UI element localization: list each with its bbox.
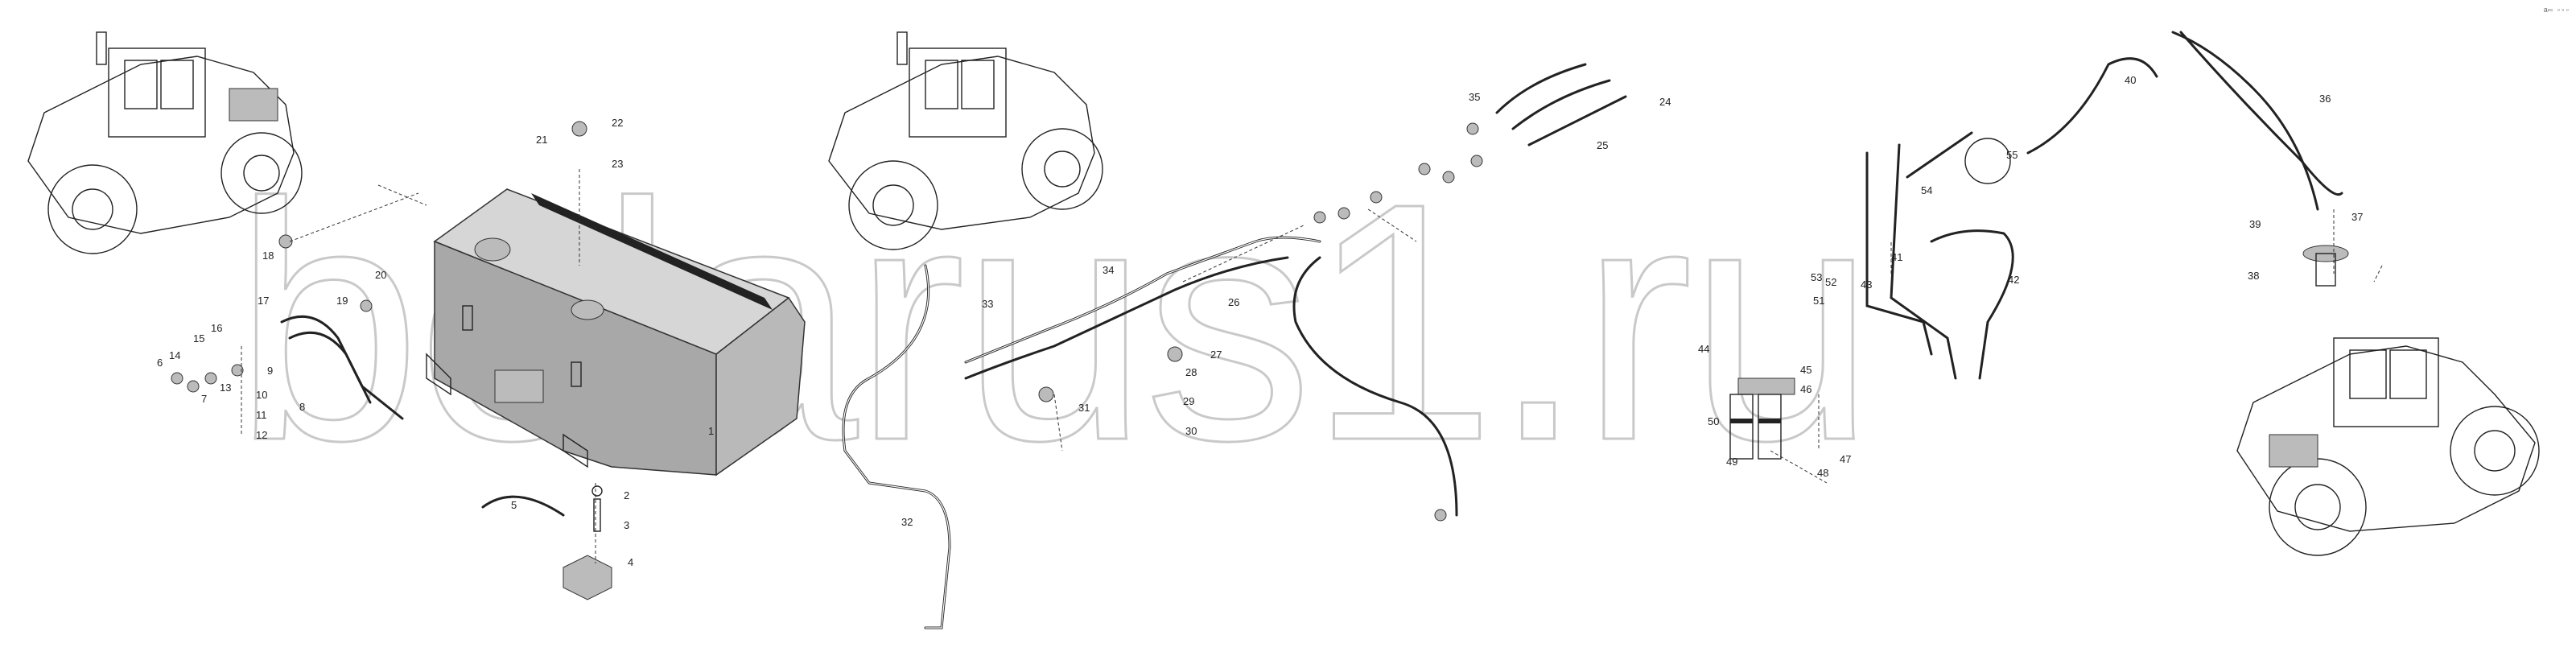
callout-8: 8 (299, 401, 305, 413)
callout-23: 23 (612, 158, 623, 170)
callout-20: 20 (375, 269, 386, 281)
callout-19: 19 (336, 295, 348, 307)
callout-52: 52 (1825, 276, 1836, 288)
callout-41: 41 (1891, 251, 1902, 263)
tractor-illustration-middle (828, 31, 1103, 250)
callout-24: 24 (1659, 96, 1671, 108)
callout-47: 47 (1840, 453, 1851, 465)
tractor-illustration-left (27, 31, 303, 254)
callout-16: 16 (211, 322, 222, 334)
callout-9: 9 (267, 365, 273, 377)
callout-44: 44 (1698, 343, 1709, 355)
callout-49: 49 (1726, 456, 1737, 468)
callout-27: 27 (1210, 349, 1222, 361)
callout-10: 10 (256, 389, 267, 401)
callout-labels: 1 2 3 4 5 6 7 8 9 10 11 12 13 14 15 16 1… (157, 74, 2363, 568)
callout-30: 30 (1185, 425, 1197, 437)
callout-26: 26 (1228, 296, 1239, 308)
tank-support (563, 485, 612, 600)
callout-40: 40 (2125, 74, 2136, 86)
callout-43: 43 (1861, 278, 1872, 291)
callout-3: 3 (624, 519, 629, 531)
callout-55: 55 (2006, 149, 2018, 161)
fuel-pipes (280, 31, 2343, 629)
tractor-illustration-right (2236, 337, 2540, 556)
callout-7: 7 (201, 393, 207, 405)
callout-18: 18 (262, 250, 274, 262)
callout-50: 50 (1708, 415, 1719, 427)
callout-5: 5 (511, 499, 517, 511)
callout-11: 11 (256, 409, 267, 421)
fuel-sensor (1964, 138, 2349, 287)
callout-46: 46 (1800, 383, 1811, 395)
callout-36: 36 (2319, 93, 2331, 105)
callout-53: 53 (1811, 271, 1822, 283)
callout-45: 45 (1800, 364, 1811, 376)
callout-2: 2 (624, 489, 629, 501)
callout-54: 54 (1921, 184, 1932, 196)
callout-12: 12 (256, 429, 267, 441)
callout-21: 21 (536, 134, 547, 146)
callout-1: 1 (708, 425, 714, 437)
callout-31: 31 (1078, 402, 1090, 414)
callout-38: 38 (2248, 270, 2259, 282)
fuel-tank (426, 188, 806, 477)
callout-48: 48 (1817, 467, 1828, 479)
callout-51: 51 (1813, 295, 1824, 307)
callout-32: 32 (901, 516, 913, 528)
callout-4: 4 (628, 556, 633, 568)
page-code: a▭ ▫▫▫ (2543, 6, 2570, 14)
callout-28: 28 (1185, 366, 1197, 378)
callout-25: 25 (1597, 139, 1608, 151)
callout-13: 13 (220, 382, 231, 394)
leader-lines (241, 169, 2383, 563)
callout-42: 42 (2008, 274, 2019, 286)
callout-29: 29 (1183, 395, 1194, 407)
callout-34: 34 (1103, 264, 1114, 276)
callout-14: 14 (169, 349, 180, 361)
fuel-filter (1729, 378, 1795, 460)
fittings (171, 121, 1483, 522)
callout-35: 35 (1469, 91, 1480, 103)
callout-17: 17 (258, 295, 269, 307)
callout-6: 6 (157, 357, 163, 369)
callout-15: 15 (193, 332, 204, 345)
callout-37: 37 (2351, 211, 2363, 223)
callout-39: 39 (2249, 218, 2261, 230)
callout-22: 22 (612, 117, 623, 129)
callout-33: 33 (982, 298, 993, 310)
